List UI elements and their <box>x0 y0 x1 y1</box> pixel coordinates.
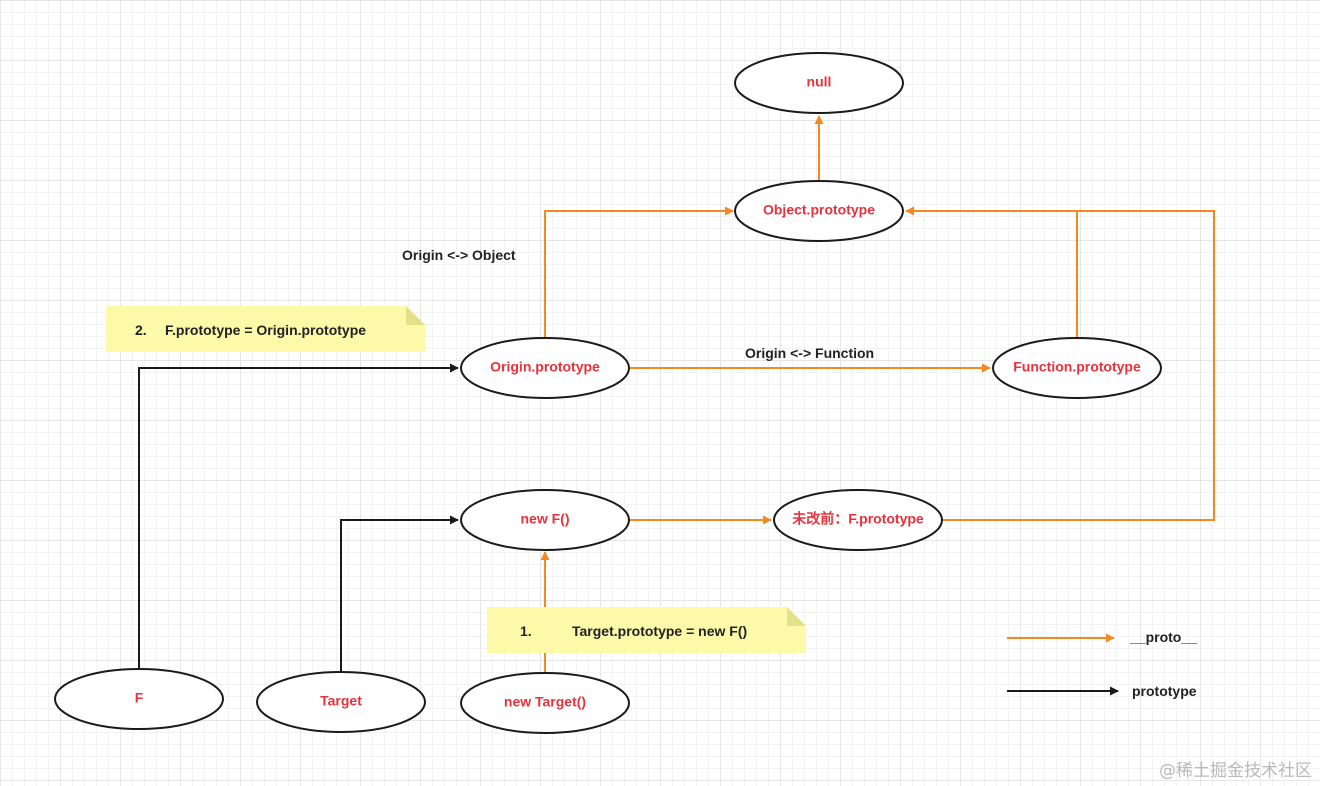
legend: __proto__ prototype <box>1007 629 1197 699</box>
note-step1-text: Target.prototype = new F() <box>572 623 747 639</box>
note-step2-number: 2. <box>135 322 147 338</box>
node-target-label: Target <box>320 693 362 709</box>
note-step1: 1. Target.prototype = new F() <box>487 607 806 653</box>
node-null <box>734 52 904 114</box>
legend-proto-label: __proto__ <box>1129 629 1197 645</box>
note-step2: 2. F.prototype = Origin.prototype <box>106 306 425 352</box>
watermark: @稀土掘金技术社区 <box>1159 761 1312 781</box>
node-new-f <box>460 489 630 551</box>
node-function-prototype <box>992 337 1162 399</box>
node-new-target-label: new Target() <box>504 694 586 710</box>
edge-origin-to-object <box>544 206 734 338</box>
node-f-prototype-before <box>773 489 943 551</box>
node-new-f-label: new F() <box>521 511 570 527</box>
node-target <box>256 671 426 733</box>
node-f-label: F <box>135 690 144 706</box>
node-function-prototype-label: Function.prototype <box>1013 359 1141 375</box>
node-f-prototype-before-label: 未改前：F.prototype <box>792 511 924 527</box>
node-f <box>54 668 224 730</box>
node-origin-prototype <box>460 337 630 399</box>
edge-function-to-object <box>905 206 1078 338</box>
legend-prototype-label: prototype <box>1132 683 1197 699</box>
node-origin-prototype-label: Origin.prototype <box>490 359 600 375</box>
note-step2-text: F.prototype = Origin.prototype <box>165 322 366 338</box>
edge-target-to-newf <box>340 515 459 672</box>
note-step1-number: 1. <box>520 623 532 639</box>
node-object-prototype <box>734 180 904 242</box>
node-object-prototype-label: Object.prototype <box>763 202 875 218</box>
edge-fproto-to-object <box>942 210 1215 521</box>
edge-label-origin-object: Origin <-> Object <box>402 247 516 263</box>
node-null-label: null <box>807 74 832 90</box>
edge-f-to-origin-prototype <box>138 363 459 668</box>
edge-label-origin-function: Origin <-> Function <box>745 345 874 361</box>
node-new-target <box>460 672 630 734</box>
